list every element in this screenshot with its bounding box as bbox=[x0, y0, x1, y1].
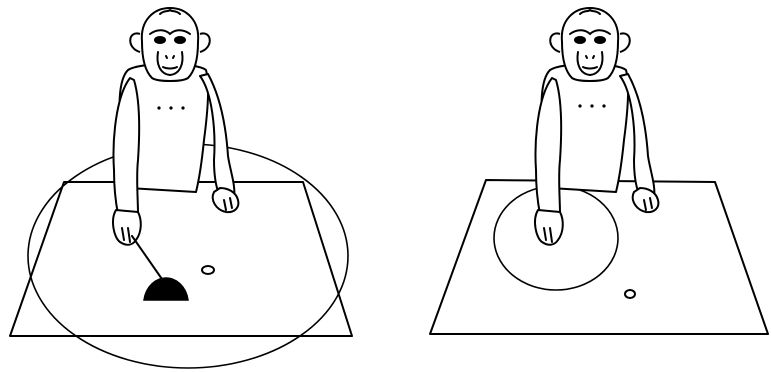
rake-head bbox=[144, 278, 188, 300]
monkey-left bbox=[113, 8, 238, 245]
right-panel bbox=[430, 8, 768, 334]
table-left bbox=[10, 182, 352, 336]
rake-tool bbox=[132, 236, 188, 300]
food-pellet-left bbox=[202, 266, 214, 274]
monkey-right bbox=[535, 8, 658, 245]
left-panel bbox=[10, 8, 352, 368]
rake-handle bbox=[132, 236, 164, 282]
table-right bbox=[430, 180, 768, 334]
food-pellet-right bbox=[625, 290, 635, 298]
